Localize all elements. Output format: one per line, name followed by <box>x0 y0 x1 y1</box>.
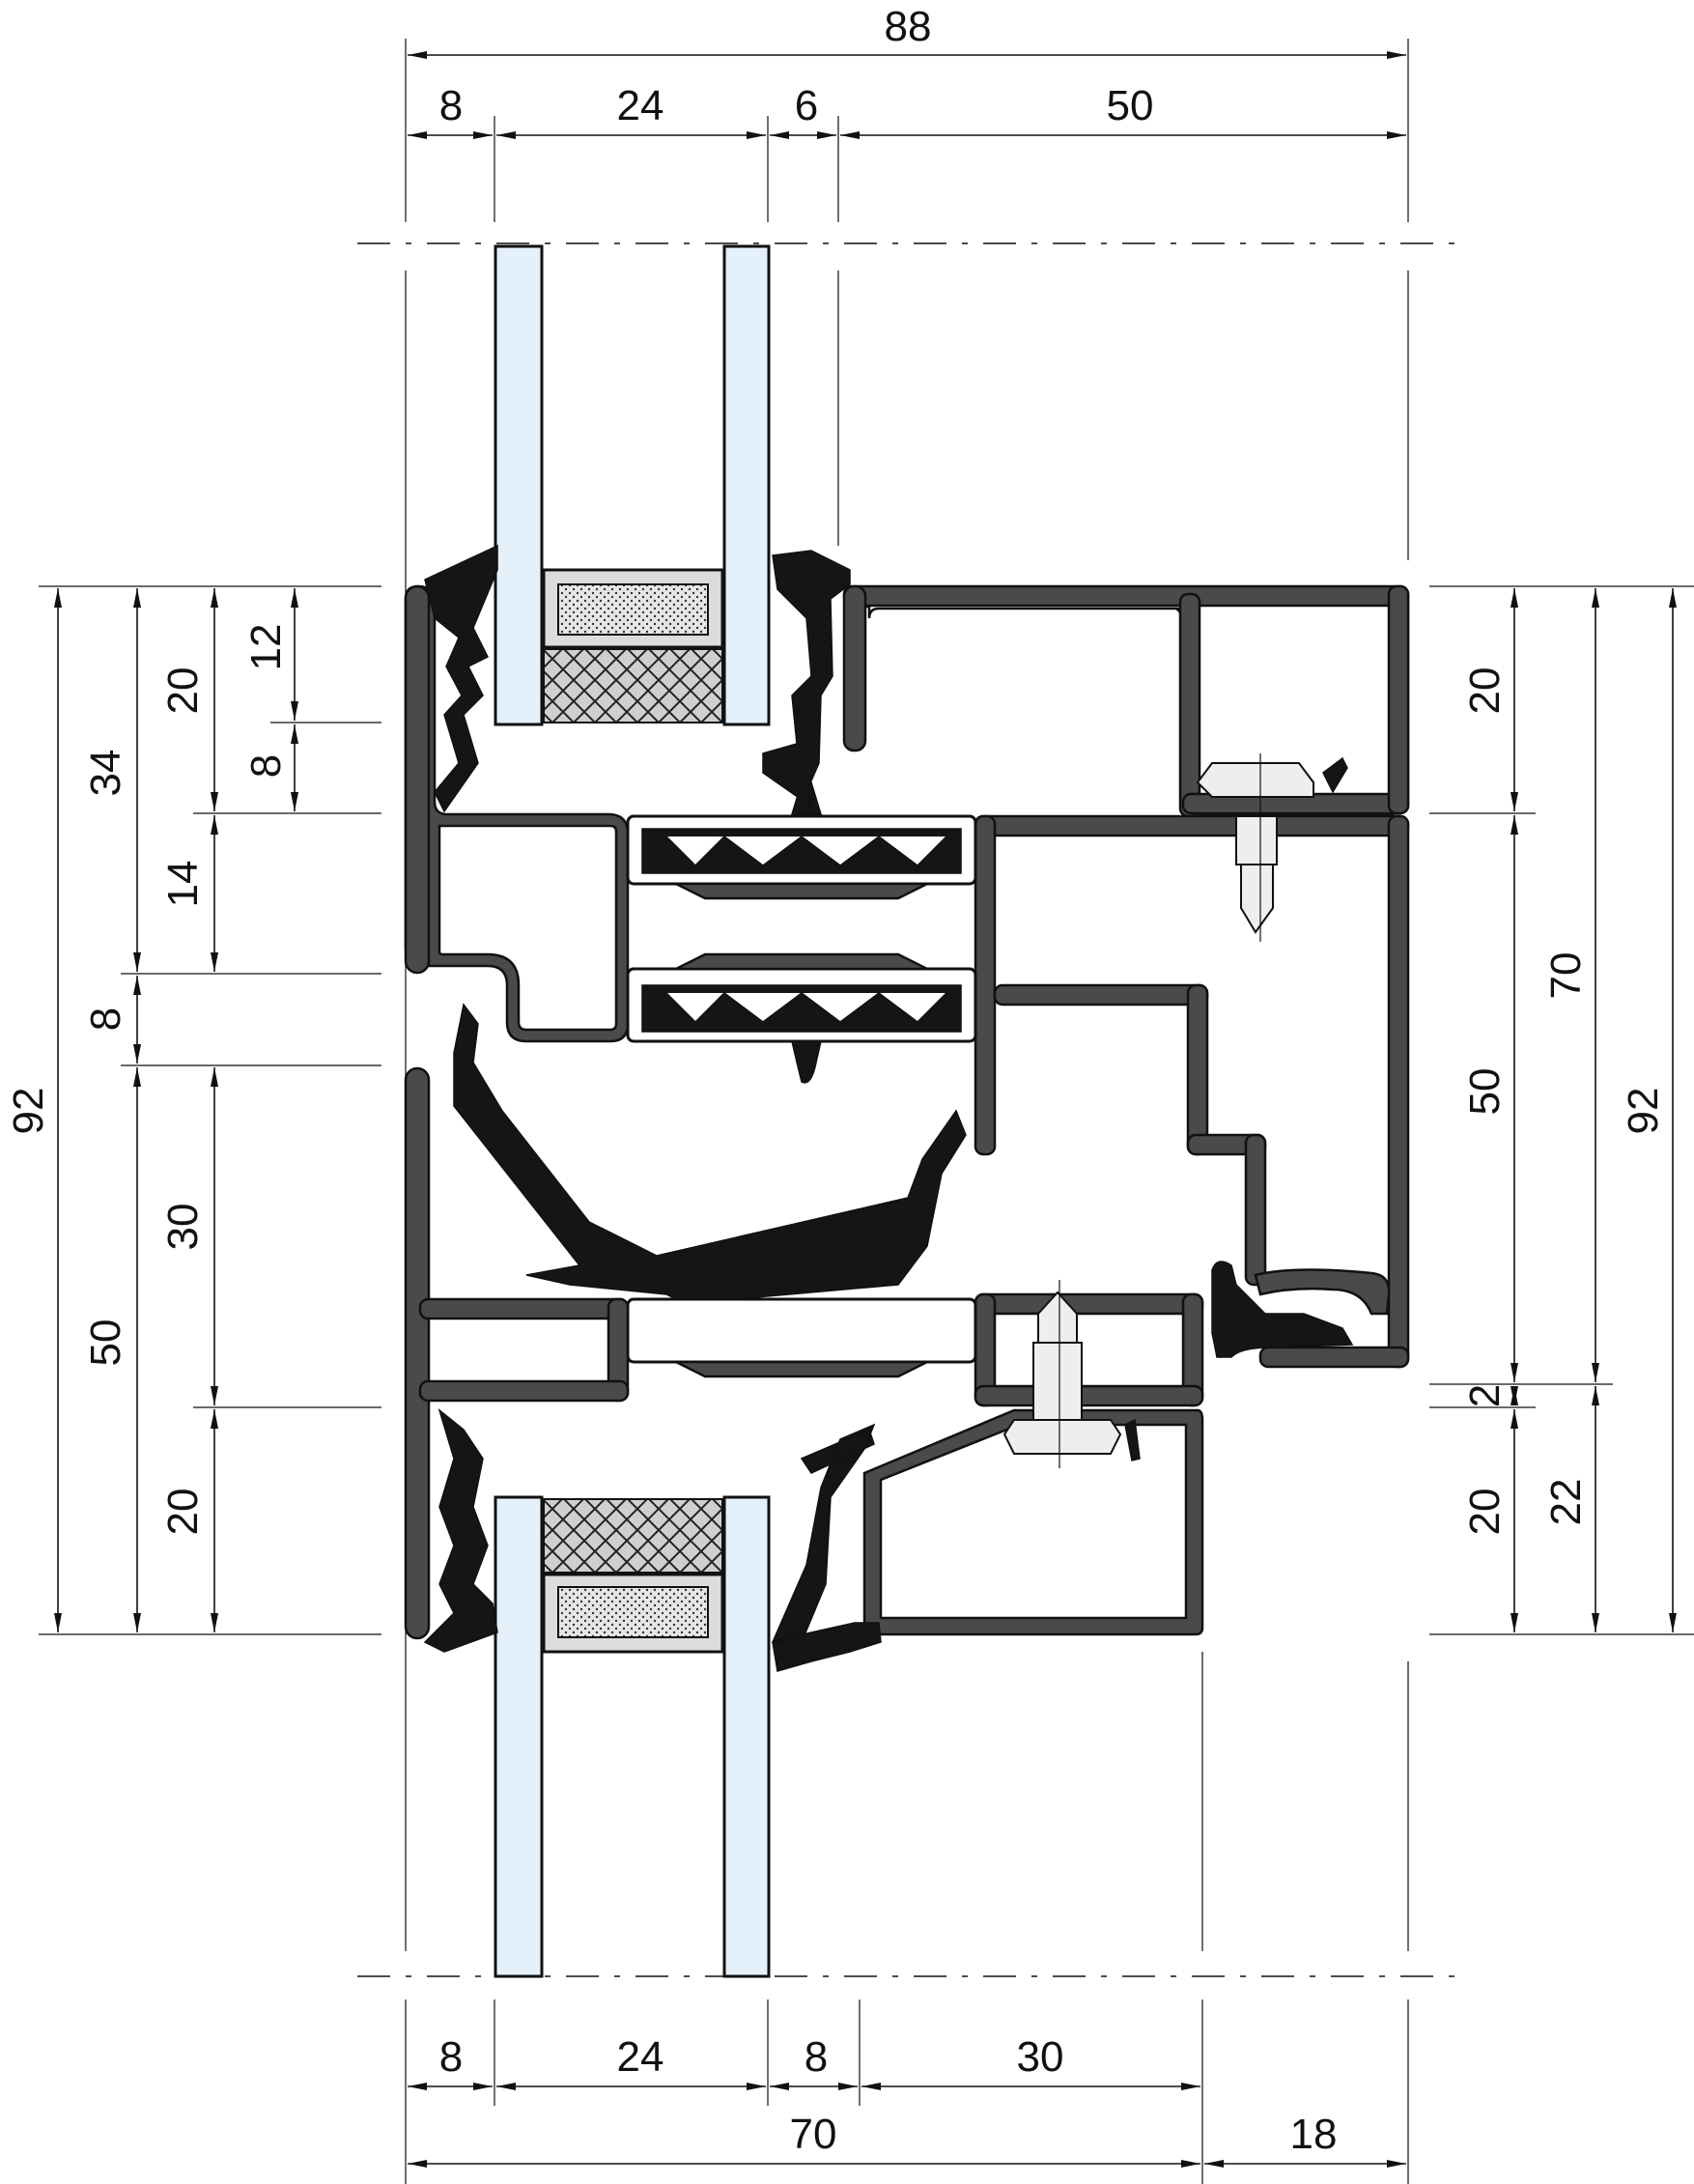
dim-left-upper-bar: 14 <box>159 861 207 908</box>
dim-left-upper: 34 <box>82 750 129 797</box>
dimensions-right: 20 50 2 20 70 22 92 <box>1461 588 1677 1632</box>
dim-right-lower: 20 <box>1461 1489 1509 1536</box>
outer-glass-pane-upper <box>494 244 544 726</box>
dimensions-top: 88 8 24 6 50 <box>408 3 1406 139</box>
secondary-seal-lower <box>543 1498 723 1574</box>
extension-lines <box>39 39 1694 2184</box>
dim-left-gap: 8 <box>82 1007 129 1031</box>
desiccant-lower <box>557 1586 709 1638</box>
lower-right-sash-profile <box>862 1408 1204 1636</box>
dim-top-frame: 50 <box>1107 82 1154 129</box>
frame-outer-gasket <box>1211 1261 1354 1358</box>
thermal-breaks <box>626 781 977 1378</box>
dim-bottom-glazing: 24 <box>617 2033 664 2081</box>
dim-bottom-gap: 8 <box>805 2033 828 2081</box>
dim-left-lower-glass-bite: 20 <box>159 1489 207 1536</box>
outer-glazing-gasket-lower <box>423 1407 498 1653</box>
dim-right-middle: 50 <box>1461 1068 1509 1116</box>
outer-glazing-gasket-upper <box>424 544 498 813</box>
inner-glass-pane-upper <box>722 244 771 726</box>
dim-right-overall: 92 <box>1620 1088 1667 1135</box>
dim-right-gap: 2 <box>1461 1384 1509 1407</box>
dim-top-overall: 88 <box>885 3 932 50</box>
dim-left-overall: 92 <box>5 1088 52 1135</box>
lower-sash-profile <box>404 584 630 1640</box>
dim-left-lower-bar: 30 <box>159 1204 207 1251</box>
dim-left-bead-upper: 12 <box>242 624 290 671</box>
upper-sash-profile <box>404 584 630 1043</box>
dim-left-lower: 50 <box>82 1319 129 1367</box>
dim-left-bead-lower: 8 <box>242 754 290 778</box>
insulating-glass <box>494 244 771 1978</box>
inner-glass-pane-lower <box>722 1495 771 1978</box>
main-frame-profile <box>974 814 1410 1407</box>
dim-right-lower-total: 22 <box>1542 1479 1590 1526</box>
dim-top-glazing: 24 <box>617 82 664 129</box>
dim-bottom-outer-leg: 8 <box>439 2033 463 2081</box>
outer-glass-pane-lower <box>494 1495 544 1978</box>
inner-glazing-gasket-lower <box>771 1423 882 1672</box>
thermal-break-lower <box>626 1297 977 1364</box>
inner-glazing-gasket-upper <box>762 550 851 808</box>
dimensions-bottom: 8 24 8 30 70 18 <box>408 2033 1406 2168</box>
dim-right-frame: 70 <box>1542 952 1590 1000</box>
dim-top-outer-leg: 8 <box>439 82 463 129</box>
center-lines <box>357 242 1468 1977</box>
dim-bottom-sash-total: 70 <box>790 2111 837 2158</box>
upper-frame-profile <box>842 584 1410 818</box>
desiccant-upper <box>557 583 709 636</box>
screw-lower <box>1002 1280 1141 1468</box>
fixing-screws <box>1002 753 1348 1468</box>
gaskets <box>423 544 1354 1672</box>
secondary-seal-upper <box>543 648 723 723</box>
dim-bottom-frame-remainder: 18 <box>1290 2111 1338 2158</box>
screw-upper <box>1196 753 1348 942</box>
dim-left-upper-glass-bite: 20 <box>159 667 207 715</box>
dimensions-left: 92 34 8 50 20 14 30 20 12 8 <box>5 588 298 1632</box>
dim-top-gap: 6 <box>795 82 818 129</box>
dim-right-upper: 20 <box>1461 667 1509 715</box>
middle-seal-gasket <box>453 1003 967 1300</box>
dim-bottom-sash: 30 <box>1017 2033 1064 2081</box>
